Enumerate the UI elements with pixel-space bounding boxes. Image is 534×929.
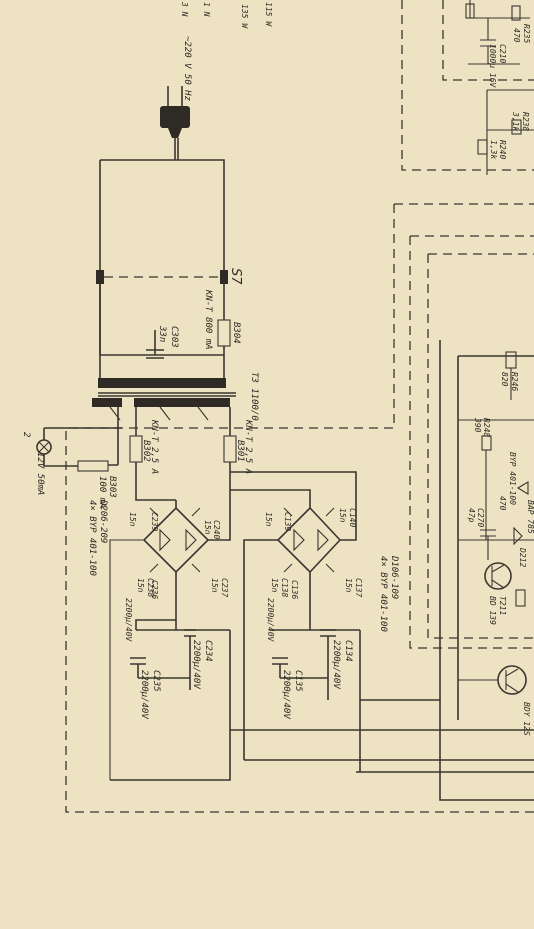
bridge-right-type: 4× BYP 401-100	[378, 556, 388, 632]
fragment-text-2: 135 W	[240, 4, 249, 29]
c270-value: 47p	[467, 508, 476, 523]
c236-label: C236	[150, 580, 159, 599]
c270-label: C270	[476, 508, 485, 527]
c235-value: 2200µ/40V	[139, 670, 149, 719]
t211-type: BD 139	[488, 596, 497, 625]
c137-label: C137	[354, 578, 363, 597]
c135-value: 2200µ/40V	[281, 670, 291, 719]
c240-label: C240	[212, 520, 221, 539]
c237-value: 15n	[210, 578, 219, 593]
bridge-left-type: 4× BYP 401-100	[87, 500, 97, 576]
filter-caps-left	[130, 619, 231, 730]
fuse-b302-label: B302	[141, 440, 151, 462]
fuse-b302-rating: KN-T 2,5 A	[149, 419, 159, 474]
top-right-block: R235 470 C210 1000µ 16V R238 3,1k R240 1…	[401, 0, 534, 175]
switch-label: S7	[228, 268, 243, 285]
fuse-b304-label: B304	[231, 322, 241, 344]
capacitor-c303	[99, 330, 224, 378]
fuse-b301-label: B301	[235, 440, 245, 462]
c210-label: C210	[498, 44, 507, 63]
r238-label: R238	[521, 112, 530, 131]
r248-label: R248	[482, 418, 491, 437]
r240-value: 1,3k	[489, 140, 498, 159]
fragment-text-4: 3 N	[180, 1, 189, 17]
fuse-b301	[223, 435, 237, 463]
bridge-right-name: D106-109	[389, 555, 399, 599]
r248-value: 390	[473, 417, 482, 433]
transformer-t3	[92, 378, 236, 421]
fuse-b304-rating: KN-T 800 mA	[203, 289, 213, 350]
c140-value: 15n	[338, 508, 347, 523]
c138-label: C138	[280, 578, 289, 597]
c210-value: 1000µ 16V	[488, 44, 497, 89]
c134-label: C134	[343, 640, 353, 662]
zener-type: BAP 785	[526, 500, 534, 534]
c303-label: C303	[169, 326, 179, 348]
c134-value: 2200µ/40V	[331, 640, 341, 689]
c234-value: 2200µ/40V	[191, 640, 201, 689]
fragment-text-3: 1 N	[202, 2, 211, 17]
r246-value: 820	[500, 372, 509, 387]
pilot-lamp	[36, 427, 122, 472]
fuse-b303-rating: 100 mA	[97, 476, 107, 509]
regulator-fragment	[458, 351, 534, 695]
c236-value: 2200µ/40V	[124, 598, 133, 643]
d212-label: D212	[518, 547, 527, 567]
bridge-rectifier-right	[230, 471, 360, 760]
r238-value: 3,1k	[511, 111, 520, 131]
c234-label: C234	[203, 640, 213, 662]
c303-value: 33n	[157, 325, 167, 342]
dashed-enclosures	[65, 203, 534, 813]
r246-label: R246	[510, 372, 519, 391]
c138-value: 15n	[270, 578, 279, 593]
t212-type: BDY 12S	[522, 702, 531, 736]
output-bus	[110, 340, 534, 801]
fragment-text-1: 115 W	[264, 2, 273, 27]
fuse-b303-label: B303	[107, 476, 117, 498]
c140-label: C140	[348, 508, 357, 527]
bridge-rectifier-left	[109, 462, 231, 780]
fuse-b301-rating: KN-T 2,5 A	[243, 419, 253, 474]
r249-value: 470	[498, 496, 507, 511]
c136-label: C136	[290, 580, 299, 599]
lamp-label: 12V 50mA	[35, 452, 45, 495]
bridge-left-name: D206-209	[98, 499, 108, 543]
r235-label: R235	[522, 24, 531, 43]
c239-label: C239	[150, 512, 159, 531]
lamp-index: 2	[21, 432, 31, 437]
fuse-b302	[129, 435, 143, 463]
c135-label: C135	[293, 670, 303, 692]
filter-caps-right	[272, 629, 361, 772]
c237-label: C237	[220, 578, 229, 597]
c238-value: 15n	[136, 578, 145, 593]
c139-label: C139	[283, 512, 292, 531]
power-switch-s7	[96, 270, 228, 355]
c238-label: C238	[146, 578, 155, 597]
c239-value: 15n	[128, 512, 137, 527]
c240-value: 15n	[203, 520, 212, 535]
c137-value: 15n	[344, 578, 353, 593]
r235-value: 470	[512, 28, 521, 43]
transformer-label: T3 1100/0	[249, 372, 259, 421]
c136-value: 2200µ/40V	[266, 598, 275, 643]
c139-value: 15n	[264, 512, 273, 527]
r240-label: R240	[498, 140, 507, 159]
fuse-b304	[217, 319, 231, 378]
mains-label: ~220 V 50 Hz	[182, 36, 192, 101]
t211-label: T211	[498, 596, 507, 615]
d210-type: BYP 401-100	[508, 452, 517, 505]
c235-label: C235	[151, 670, 161, 692]
